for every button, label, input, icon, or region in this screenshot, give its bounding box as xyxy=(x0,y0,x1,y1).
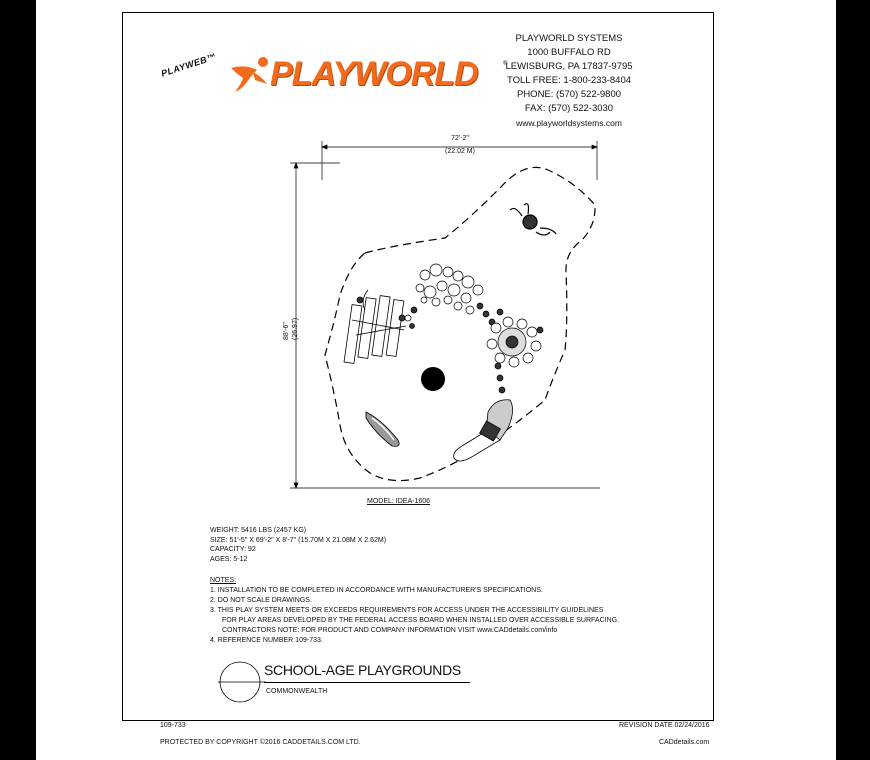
copyright-notice: PROTECTED BY COPYRIGHT ©2016 CADDETAILS.… xyxy=(160,739,361,746)
spinner-disk xyxy=(421,367,445,391)
note-1: 1. INSTALLATION TO BE COMPLETED IN ACCOR… xyxy=(210,587,543,594)
fax: FAX: (570) 522-3030 xyxy=(524,103,614,114)
specifications: WEIGHT: 5416 LBS (2457 KG) SIZE: 51'-5" … xyxy=(210,526,386,564)
width-imperial: 72'-2" xyxy=(451,135,469,142)
toll-free: TOLL FREE: 1-800-233-8404 xyxy=(506,75,632,86)
height-metric: (26.97) xyxy=(292,317,299,340)
width-metric: (22.02 M) xyxy=(445,148,475,155)
note-2: 2. DO NOT SCALE DRAWINGS. xyxy=(210,597,312,604)
drawing-frame xyxy=(122,12,714,721)
boat-element xyxy=(365,411,400,447)
playworld-logo: PLAYWORLD xyxy=(270,55,479,93)
connector-chain xyxy=(476,302,506,394)
note-3b: FOR PLAY AREAS DEVELOPED BY THE FEDERAL … xyxy=(222,617,620,624)
height-dimension xyxy=(290,162,600,489)
model-label: MODEL: IDEA-1606 xyxy=(367,498,431,505)
notes-section: NOTES: 1. INSTALLATION TO BE COMPLETED I… xyxy=(210,576,619,646)
title-underline xyxy=(264,682,470,683)
note-4: 4. REFERENCE NUMBER 109-733. xyxy=(210,637,323,644)
note-3c: CONTRACTORS NOTE: FOR PRODUCT AND COMPAN… xyxy=(222,627,558,634)
city: LEWISBURG, PA 17837-9795 xyxy=(505,61,633,72)
company-address: PLAYWORLD SYSTEMS 1000 BUFFALO RD LEWISB… xyxy=(494,32,644,130)
capacity-spec: CAPACITY: 92 xyxy=(210,546,256,553)
weight-spec: WEIGHT: 5416 LBS (2457 KG) xyxy=(210,527,307,534)
spinner-element xyxy=(509,203,557,236)
ages-spec: AGES: 5-12 xyxy=(210,555,248,563)
street: 1000 BUFFALO RD xyxy=(527,47,611,58)
phone: PHONE: (570) 522-9800 xyxy=(516,89,622,100)
company-name: PLAYWORLD SYSTEMS xyxy=(515,33,623,44)
reference-number: 109-733 xyxy=(160,722,186,729)
caddetails-site: CADdetails.com xyxy=(659,739,710,746)
revision-date: REVISION DATE 02/24/2016 xyxy=(619,722,710,729)
website: www.playworldsystems.com xyxy=(516,118,622,128)
tower-cluster xyxy=(486,308,544,368)
title-circle-icon xyxy=(218,661,266,703)
size-spec: SIZE: 51'-5" X 69'-2" X 8'-7" (15.70M X … xyxy=(210,536,387,544)
ladder-structure xyxy=(343,289,407,364)
height-imperial: 88'-6" xyxy=(283,322,290,340)
note-3a: 3. THIS PLAY SYSTEM MEETS OR EXCEEDS REQ… xyxy=(210,607,604,614)
play-area-boundary xyxy=(324,166,596,482)
notes-header: NOTES: xyxy=(210,577,237,584)
width-dimension xyxy=(321,141,598,180)
sheet-subtitle: COMMONWEALTH xyxy=(266,688,328,695)
slide-element xyxy=(453,399,513,462)
sheet-title: SCHOOL-AGE PLAYGROUNDS xyxy=(264,662,461,678)
rock-cluster xyxy=(404,263,484,329)
playworld-figure-icon xyxy=(231,57,268,92)
registered-mark: ® xyxy=(503,61,508,67)
